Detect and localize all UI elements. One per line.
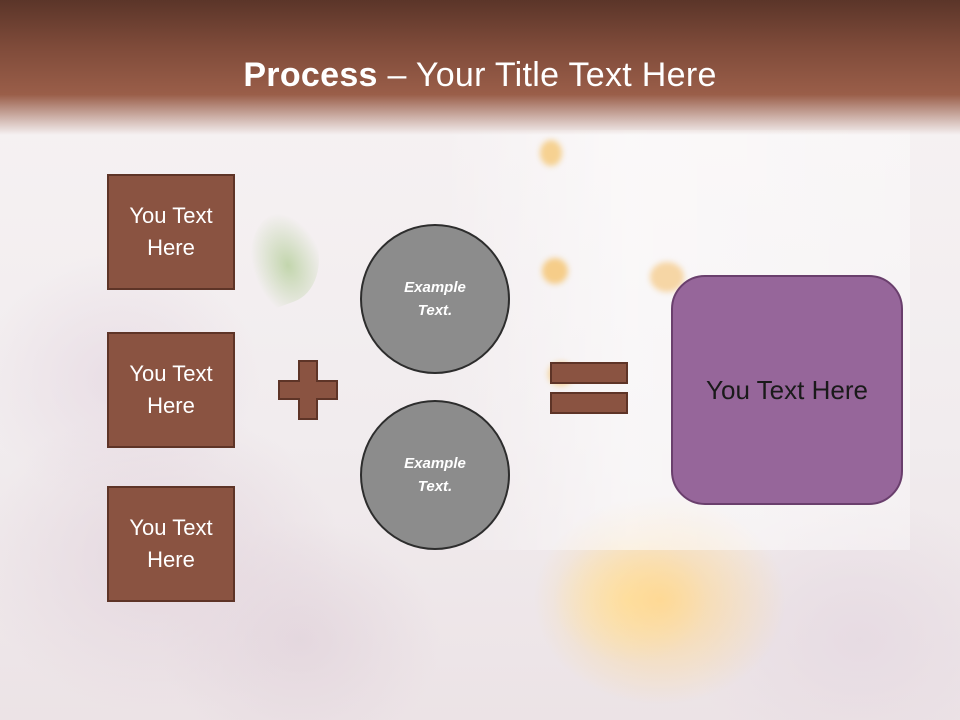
title-rest: – Your Title Text Here [377, 56, 717, 94]
circle-line: Example [404, 455, 466, 472]
result-box[interactable]: You Text Here [671, 275, 903, 505]
title-bar [0, 0, 960, 135]
background-bokeh [540, 140, 562, 166]
background-bokeh [542, 258, 568, 284]
equals-icon [550, 362, 628, 414]
background-leaf [236, 202, 334, 312]
text-box-line: Here [147, 235, 195, 260]
slide-title[interactable]: Process – Your Title Text Here [0, 52, 960, 98]
circle-line: Text. [417, 478, 453, 495]
circle-line: Example [404, 279, 466, 296]
plus-icon [278, 360, 338, 420]
text-box-line: You Text [129, 515, 213, 540]
title-bold: Process [243, 56, 378, 94]
circle-line: Text. [417, 302, 453, 319]
text-box-line: You Text [129, 361, 213, 386]
text-box-line: Here [147, 393, 195, 418]
text-box-line: You Text [129, 203, 213, 228]
result-text: You Text Here [706, 375, 868, 405]
text-box-line: Here [147, 547, 195, 572]
